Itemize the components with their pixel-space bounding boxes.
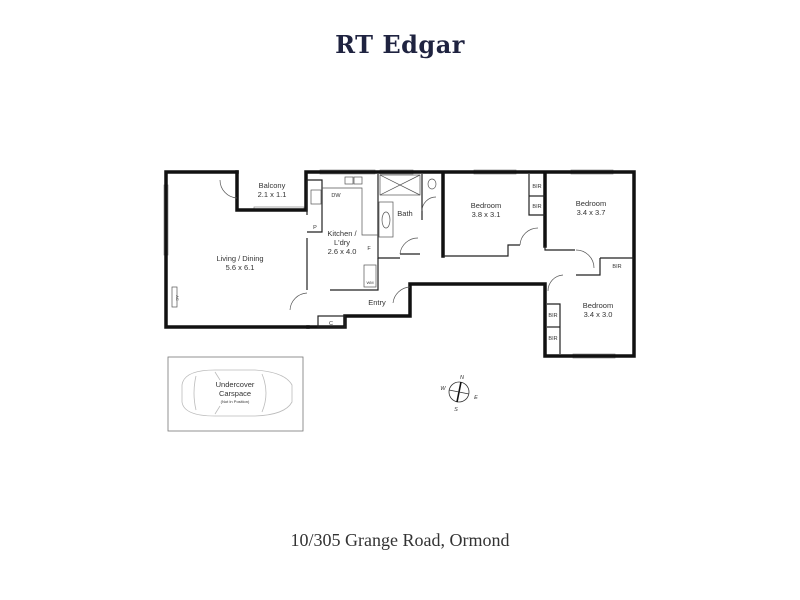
bedroom2-label: Bedroom [576, 199, 606, 208]
bir-label: BIR [532, 204, 541, 210]
doors [219, 179, 595, 311]
compass-w: W [440, 386, 446, 392]
bath-label: Bath [397, 209, 412, 218]
bedroom1-size: 3.8 x 3.1 [472, 210, 501, 219]
balcony-size: 2.1 x 1.1 [258, 190, 287, 199]
dishwasher-label: DW [331, 193, 341, 199]
bir-label: BIR [548, 336, 557, 342]
brand-logo: RT Edgar [335, 30, 465, 59]
laundry-label: L'dry [334, 238, 350, 247]
compass-s: S [454, 407, 458, 413]
partitions [171, 174, 634, 354]
living-size: 5.6 x 6.1 [226, 263, 255, 272]
bir-label: BIR [612, 264, 621, 270]
carspace-label-2: Carspace [219, 389, 251, 398]
washing-machine-label: WM [366, 280, 373, 285]
bedroom3-size: 3.4 x 3.0 [584, 310, 613, 319]
carspace: Undercover Carspace (Not In Position) [167, 356, 304, 432]
ac-label: AC [175, 295, 180, 301]
bedroom2-size: 3.4 x 3.7 [577, 208, 606, 217]
living-label: Living / Dining [216, 254, 263, 263]
kitchen-label: Kitchen / [327, 229, 357, 238]
carspace-label: Undercover [216, 380, 255, 389]
fridge-label: F [367, 246, 371, 252]
entry-label: Entry [368, 298, 386, 307]
balcony-label: Balcony [259, 181, 286, 190]
property-address: 10/305 Grange Road, Ormond [290, 530, 510, 550]
bedroom3-label: Bedroom [583, 301, 613, 310]
carspace-note: (Not In Position) [221, 399, 250, 404]
compass-icon: N E S W [440, 375, 478, 413]
bir-label: BIR [548, 313, 557, 319]
compass-e: E [474, 395, 478, 401]
pantry-label: P [313, 225, 317, 231]
compass-n: N [460, 375, 464, 381]
kitchen-size: 2.6 x 4.0 [328, 247, 357, 256]
bir-label: BIR [532, 184, 541, 190]
cupboard-label: C [329, 321, 333, 327]
bedroom1-label: Bedroom [471, 201, 501, 210]
